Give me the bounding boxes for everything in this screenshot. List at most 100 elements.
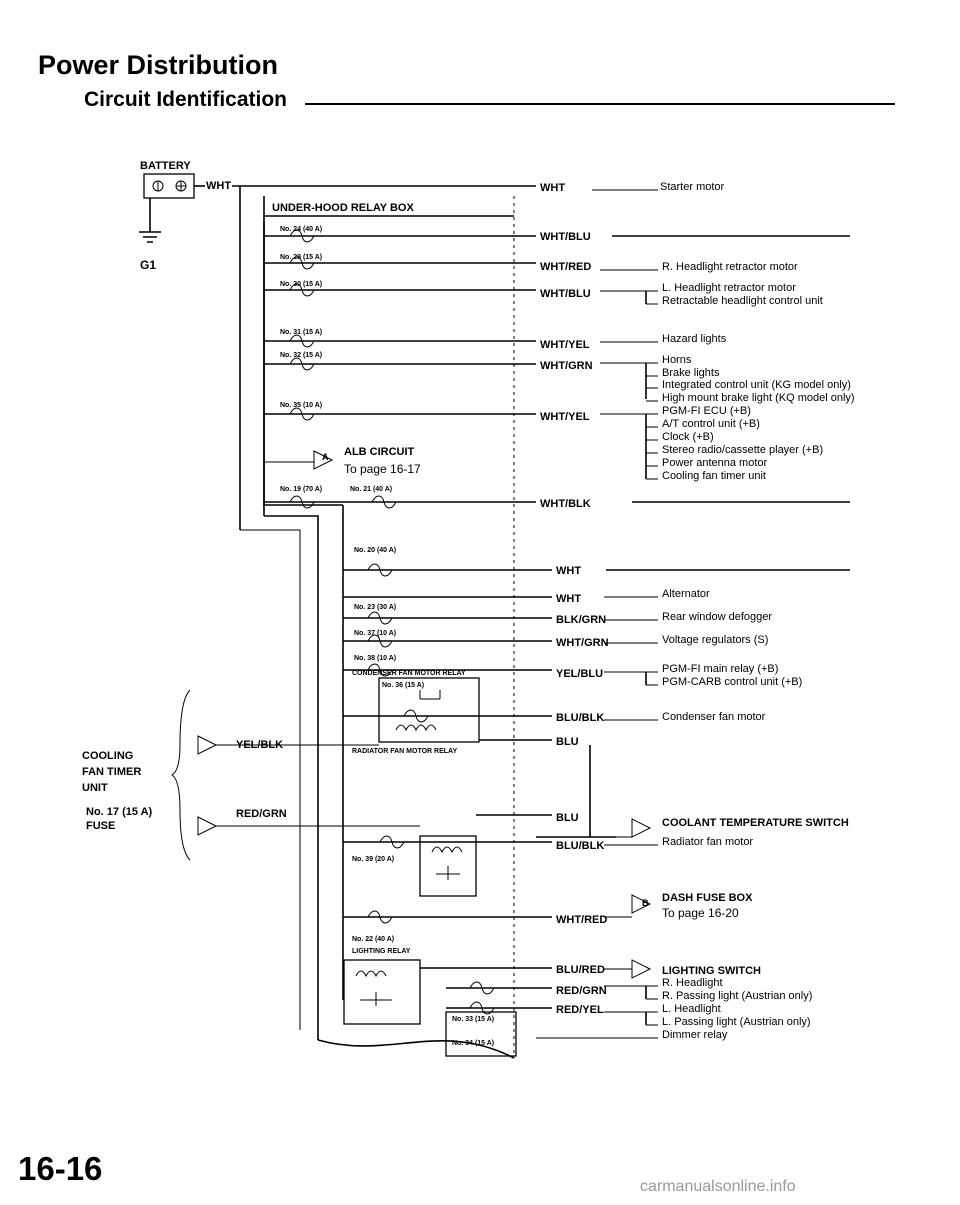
fuse17-label: No. 17 (15 A) — [86, 806, 153, 818]
load-lheadlight: L. Headlight — [662, 1003, 721, 1015]
load-radmotor: Radiator fan motor — [662, 836, 754, 848]
alb-connector-letter: A — [322, 452, 329, 462]
wire-label-w13: BLU/BLK — [556, 712, 605, 724]
wire-label-w20: RED/YEL — [556, 1004, 604, 1016]
wire-label-w6: WHT/YEL — [540, 411, 590, 423]
condenser-relay-label: CONDENSER FAN MOTOR RELAY — [352, 670, 466, 677]
condenser-relay-coil — [395, 724, 437, 732]
load-dimmer: Dimmer relay — [662, 1029, 728, 1041]
fuse-label: No. 34 (15 A) — [452, 1040, 495, 1047]
wire-label-w16: BLU/BLK — [556, 840, 605, 852]
page-number: 16-16 — [18, 1150, 103, 1187]
dash-connector-triangle — [631, 894, 652, 914]
load-retract: Retractable headlight control unit — [662, 295, 823, 307]
fuse-label: No. 35 (10 A) — [280, 402, 323, 409]
under-hood-relay-box-label: UNDER-HOOD RELAY BOX — [272, 202, 414, 214]
fuse-label: No. 36 (15 A) — [382, 682, 425, 689]
fuse-label: No. 31 (15 A) — [280, 329, 323, 336]
load-antenna: Power antenna motor — [662, 457, 768, 469]
load-pgmecu: PGM-FI ECU (+B) — [662, 405, 751, 417]
cooling-timer-label: UNIT — [82, 782, 108, 794]
alb-connector-triangle — [313, 450, 334, 470]
ground-symbol — [139, 231, 161, 243]
dash-fuse-box-page: To page 16-20 — [662, 906, 739, 920]
condenser-relay-box — [378, 677, 480, 743]
lighting-relay-coil — [355, 970, 387, 978]
load-alt: Alternator — [662, 588, 710, 600]
wire-label-w5: WHT/GRN — [540, 360, 593, 372]
wire-label: RED/GRN — [236, 808, 287, 820]
page-subtitle: Circuit Identification — [84, 88, 288, 111]
load-stereo: Stereo radio/cassette player (+B) — [662, 444, 824, 456]
load-clock: Clock (+B) — [662, 431, 714, 443]
fuse-label: No. 23 (30 A) — [354, 604, 397, 611]
load-atcu: A/T control unit (+B) — [662, 418, 760, 430]
cooling-timer-label: FAN TIMER — [82, 766, 142, 778]
wire-label-w3: WHT/BLU — [540, 288, 591, 300]
load-pgmrelay: PGM-FI main relay (+B) — [662, 663, 779, 675]
lighting-switch-label: LIGHTING SWITCH — [662, 965, 761, 977]
subtitle-rule — [305, 103, 895, 105]
fuse-label: No. 33 (15 A) — [452, 1016, 495, 1023]
fuse-label: No. 29 (15 A) — [280, 254, 323, 261]
wire-label-w12: YEL/BLU — [556, 668, 604, 680]
wire-label-w_top: WHT — [540, 182, 566, 194]
radiator-relay-coil — [431, 846, 463, 854]
lighting-relay-label: LIGHTING RELAY — [352, 948, 411, 955]
fuse-label: No. 24 (40 A) — [280, 226, 323, 233]
load-rhead: R. Headlight retractor motor — [662, 261, 798, 273]
wire-label-w18: BLU/RED — [556, 964, 605, 976]
ground-label: G1 — [140, 258, 157, 272]
wire-label-w10: BLK/GRN — [556, 614, 607, 626]
alb-circuit-page: To page 16-17 — [344, 462, 421, 476]
coolant-connector-triangle — [631, 818, 652, 838]
load-starter: Starter motor — [660, 181, 725, 193]
load-lpass: L. Passing light (Austrian only) — [662, 1016, 811, 1028]
wire-label-w14: BLU — [556, 736, 579, 748]
fuse17-label: FUSE — [86, 820, 116, 832]
cooling-timer-label: COOLING — [82, 750, 134, 762]
radiator-relay-box — [419, 835, 477, 897]
wire-label-w9: WHT — [556, 593, 582, 605]
fuse-label: No. 21 (40 A) — [350, 486, 393, 493]
wire-label-w1: WHT/BLU — [540, 231, 591, 243]
load-hazard: Hazard lights — [662, 333, 727, 345]
lighting-fuse-box — [445, 1011, 517, 1057]
wire-label-w17: WHT/RED — [556, 914, 608, 926]
dash-connector-letter: B — [642, 898, 649, 908]
load-integ: Integrated control unit (KG model only) — [662, 379, 851, 391]
wire-label-w2: WHT/RED — [540, 261, 592, 273]
load-rheadlight: R. Headlight — [662, 977, 723, 989]
wire-label-w4: WHT/YEL — [540, 339, 590, 351]
fuse-label: No. 19 (70 A) — [280, 486, 323, 493]
load-brake: Brake lights — [662, 367, 720, 379]
fuse-label: No. 32 (15 A) — [280, 352, 323, 359]
load-highmount: High mount brake light (KQ model only) — [662, 392, 855, 404]
wire-label-battery: WHT — [206, 180, 232, 192]
load-condmotor: Condenser fan motor — [662, 711, 766, 723]
fuse-label: No. 30 (15 A) — [280, 281, 323, 288]
fuse-label: No. 39 (20 A) — [352, 856, 395, 863]
load-volt: Voltage regulators (S) — [662, 634, 769, 646]
cooling-timer-bracket — [171, 689, 191, 861]
wire-label-w15: BLU — [556, 812, 579, 824]
lighting-switch-connector-triangle — [631, 959, 652, 979]
alb-circuit-label: ALB CIRCUIT — [344, 446, 415, 458]
lighting-relay-box — [343, 959, 421, 1025]
wire-label-w19: RED/GRN — [556, 985, 607, 997]
load-rpass: R. Passing light (Austrian only) — [662, 990, 813, 1002]
load-horns: Horns — [662, 354, 692, 366]
wire-label-w8: WHT — [556, 565, 582, 577]
fuse-label: No. 37 (10 A) — [354, 630, 397, 637]
fuse-label: No. 20 (40 A) — [354, 547, 397, 554]
load-coolfan: Cooling fan timer unit — [662, 470, 766, 482]
coolant-temperature-switch-label: COOLANT TEMPERATURE SWITCH — [662, 817, 849, 829]
page-title: Power Distribution — [38, 50, 279, 80]
cooling-timer-connector-2 — [197, 816, 218, 836]
battery-label: BATTERY — [140, 160, 191, 172]
cooling-timer-connector-1 — [197, 735, 218, 755]
radiator-relay-label: RADIATOR FAN MOTOR RELAY — [352, 748, 458, 755]
load-rear: Rear window defogger — [662, 611, 773, 623]
load-lhead: L. Headlight retractor motor — [662, 282, 796, 294]
